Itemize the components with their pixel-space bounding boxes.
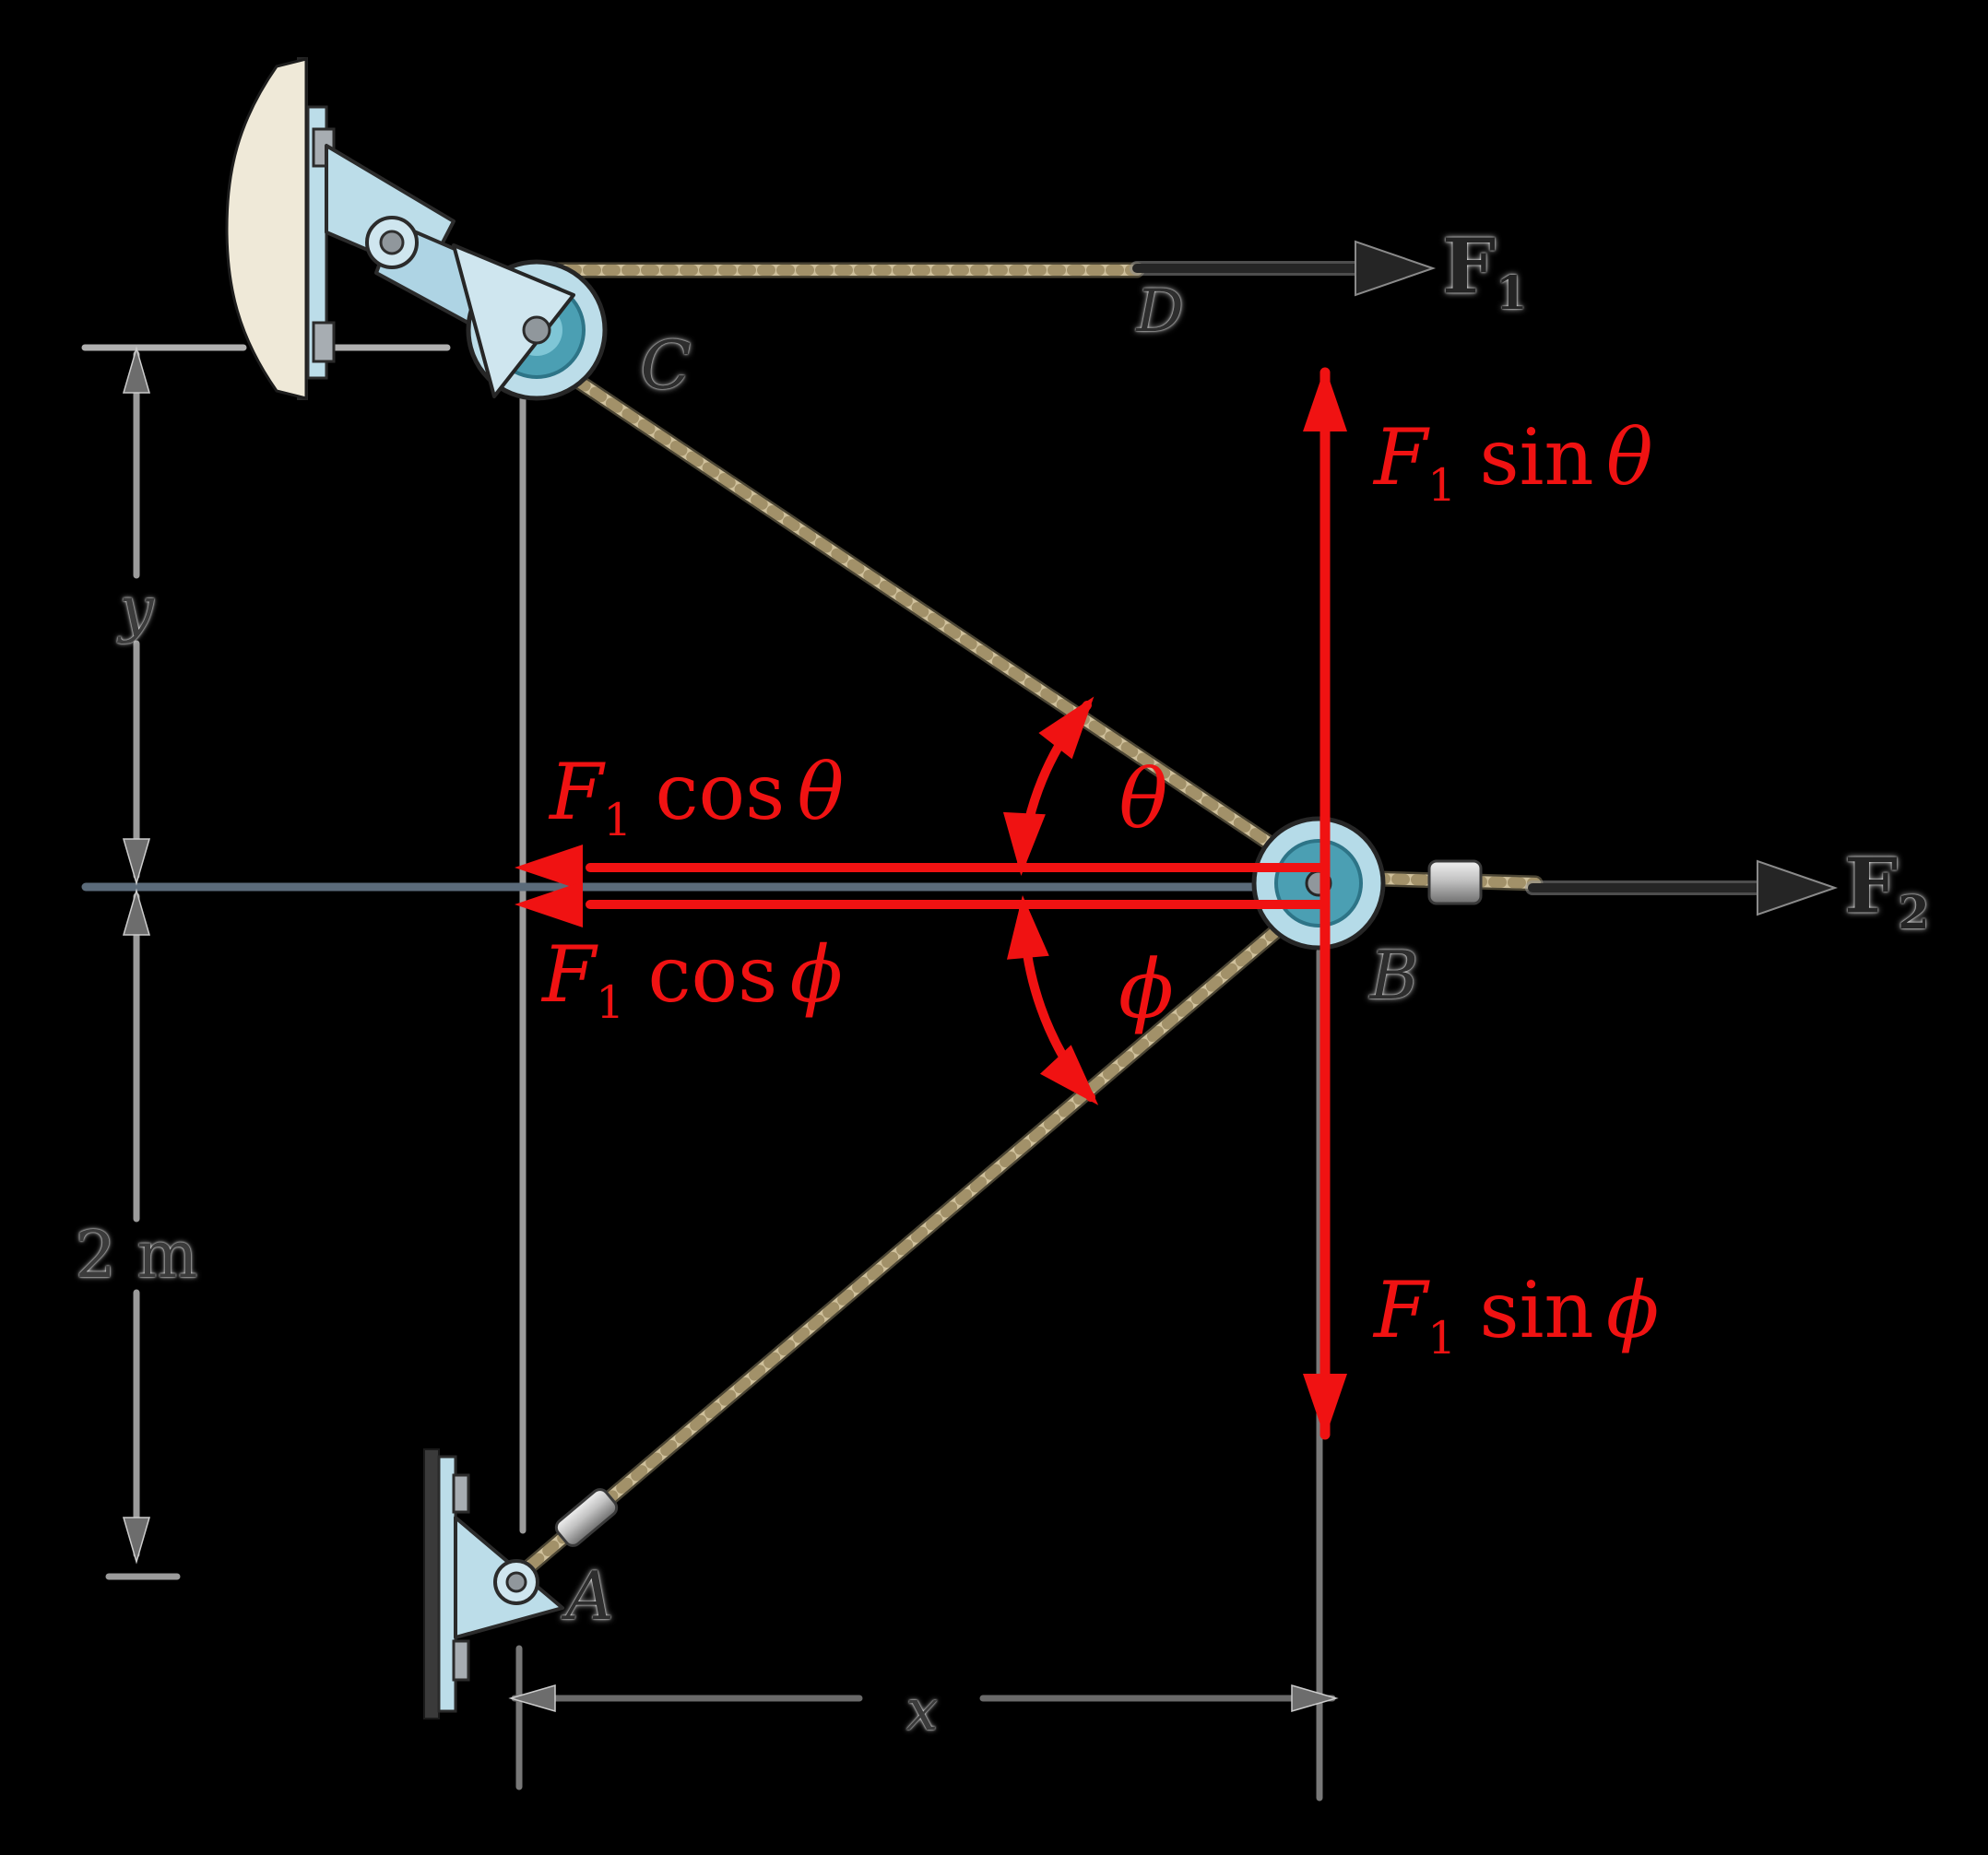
rope-cb [571, 373, 1277, 851]
point-label-c: C [640, 326, 692, 404]
x-arrowhead-right [1291, 1684, 1339, 1712]
theta-arc-arrowhead-top [1038, 696, 1095, 760]
dimension-lines [81, 344, 1339, 1802]
dimension-label-2m: 2 m [75, 1217, 198, 1293]
pivot-pin-c [379, 230, 405, 255]
dimension-label-y: y [119, 573, 154, 644]
f1-cos-phi-arrowhead [515, 881, 583, 928]
angle-label-phi: ϕ [1118, 941, 1174, 1036]
bracket-c [225, 57, 608, 401]
bolt-a-top [452, 1473, 470, 1514]
ropes [514, 262, 1544, 1581]
y-arrowhead-down [123, 838, 150, 886]
bracket-a [423, 1448, 564, 1719]
x-arrowhead-left [508, 1684, 556, 1712]
point-label-d: D [1136, 278, 1184, 346]
f2-arrowhead [1757, 859, 1839, 916]
phi-arc-arrowhead-top [1006, 895, 1049, 960]
f1-cos-theta-arrowhead [515, 845, 583, 891]
rope-ferrule-b [1427, 859, 1483, 905]
point-label-b: B [1369, 937, 1419, 1014]
component-vectors-red [515, 367, 1347, 1440]
f1-sin-theta-arrowhead [1303, 367, 1347, 431]
mount-strip-c [306, 105, 328, 380]
y-arrowhead-up [123, 346, 150, 394]
pin-a [505, 1571, 527, 1593]
point-label-a: A [566, 1557, 614, 1635]
2m-arrowhead-down [123, 1517, 150, 1565]
f1-sin-phi-arrowhead [1303, 1374, 1347, 1438]
rope-ferrule-a [554, 1488, 619, 1547]
phi-arc-arrowhead-bottom [1039, 1045, 1099, 1105]
wall-plate-c [225, 57, 308, 400]
force-label-f1: F1 [1442, 222, 1528, 321]
wall-plate-edge-a [423, 1448, 440, 1719]
f1-arrowhead [1355, 240, 1437, 297]
force-label-f2: F2 [1844, 842, 1930, 940]
dimension-label-x: x [905, 1676, 939, 1743]
pulley-c-yoke [452, 243, 575, 398]
pulley-c-hub [522, 315, 551, 345]
bolt-a-bottom [452, 1639, 470, 1682]
bolt-c-bottom [312, 321, 336, 363]
theta-arc-arrowhead-bottom [1002, 811, 1046, 876]
2m-arrowhead-up [123, 888, 150, 936]
force-arrows-black [1130, 240, 1839, 916]
pulley-b [1251, 816, 1386, 951]
angle-label-theta: θ [1118, 751, 1168, 846]
rope-ba [514, 923, 1284, 1581]
dimension-arrowheads [123, 346, 1339, 1712]
